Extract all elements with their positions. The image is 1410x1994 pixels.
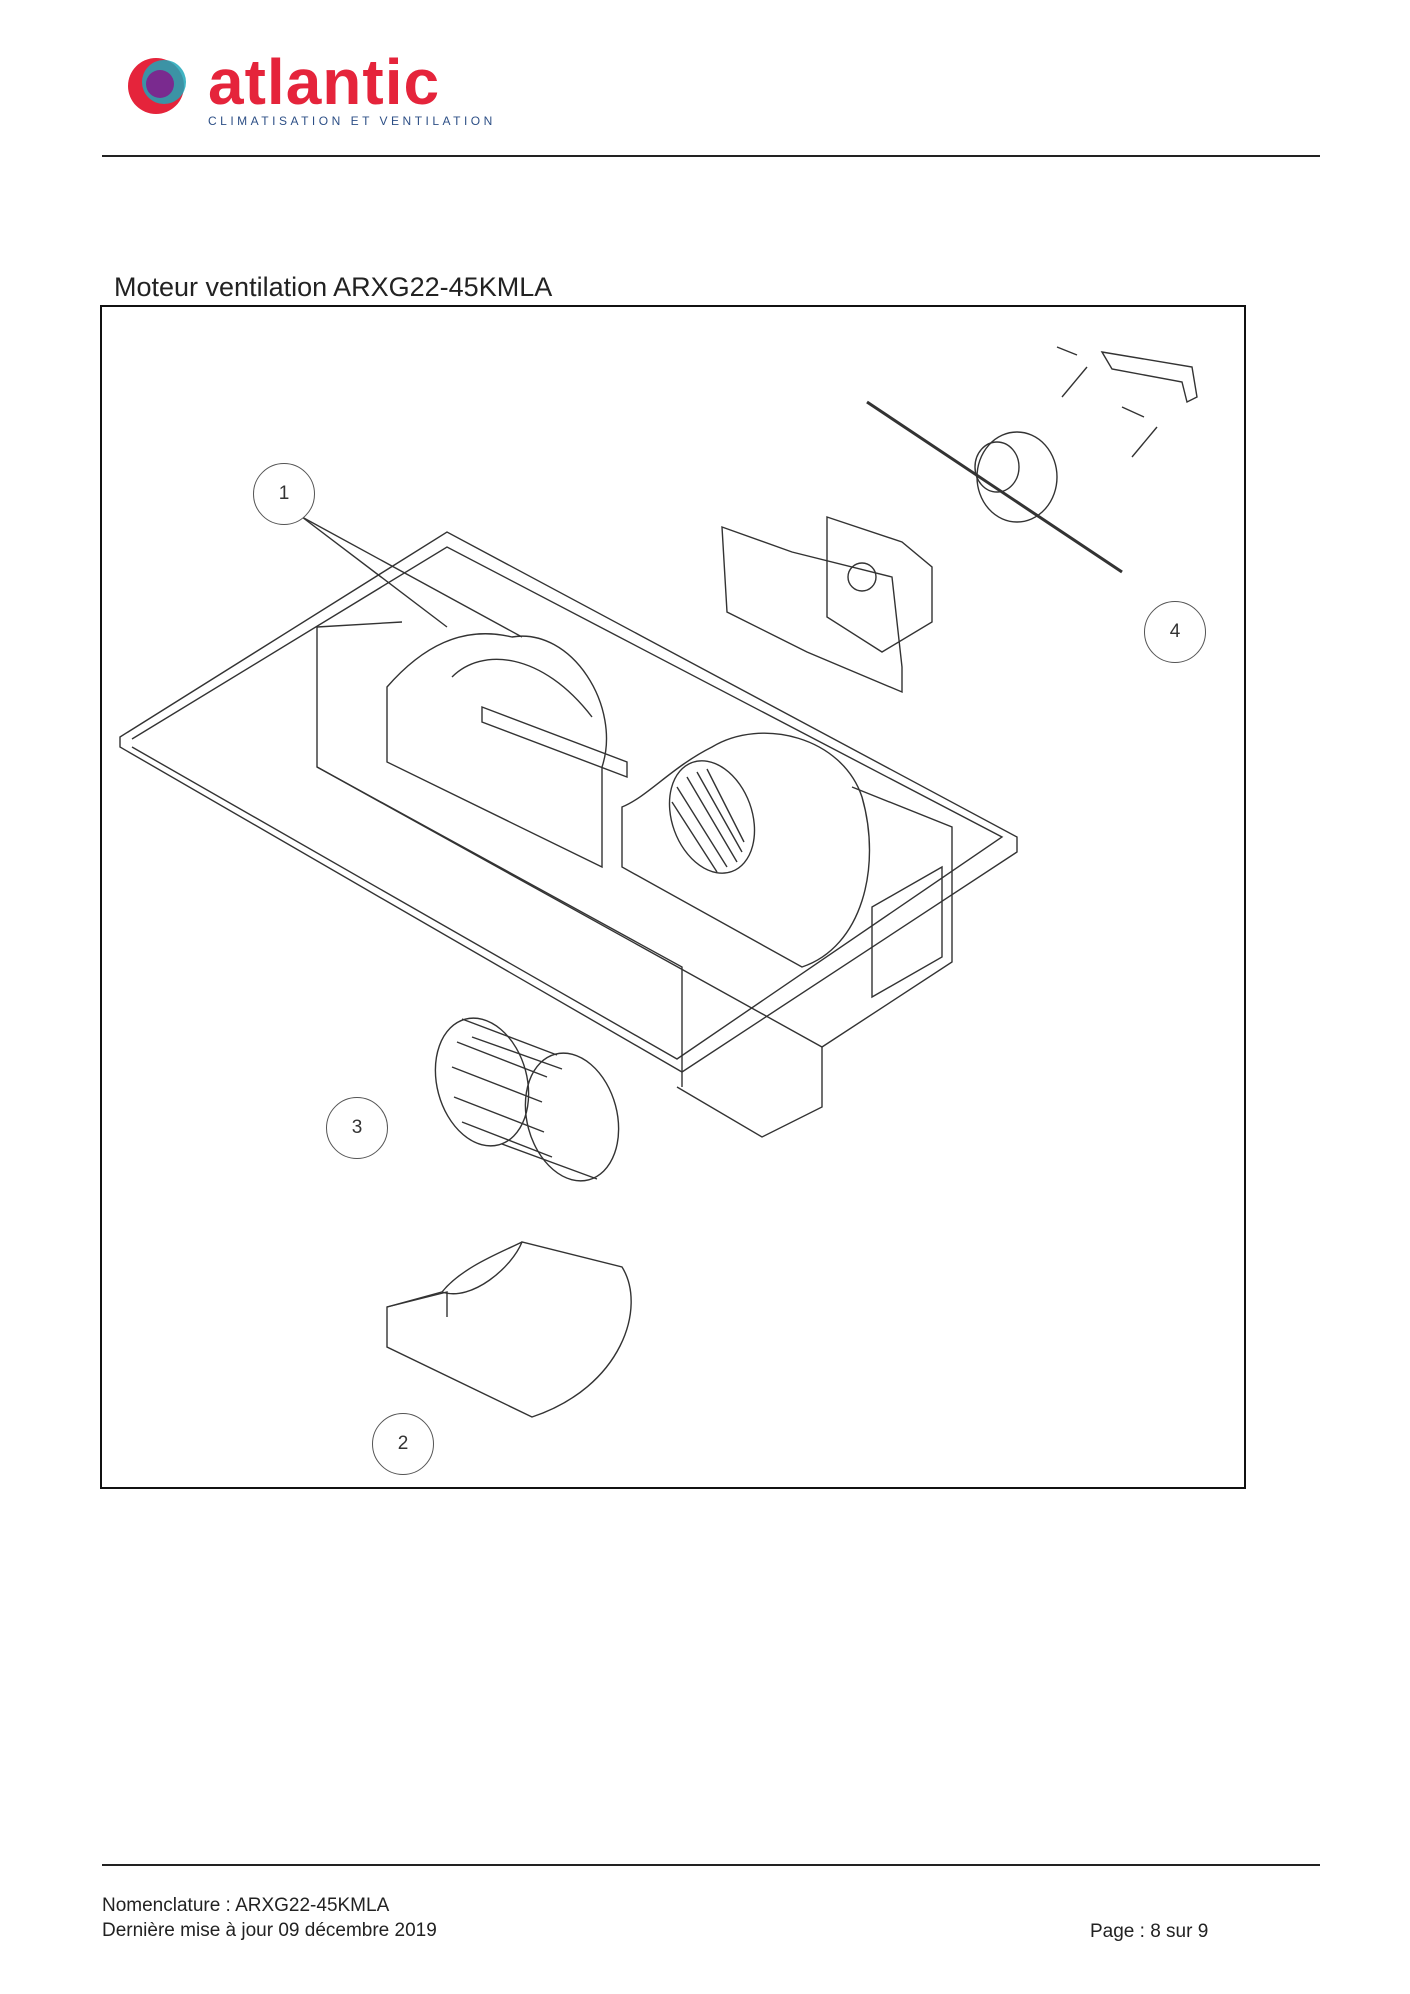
section-title: Moteur ventilation ARXG22-45KMLA (114, 272, 553, 302)
callout-4: 4 (1144, 601, 1206, 663)
housing-bottom (676, 1047, 823, 1138)
part-2-scroll-shell (386, 1241, 632, 1418)
scroll-housing-left-opening (451, 658, 593, 718)
callout-1: 1 (253, 463, 315, 525)
part-3-wheel-end (434, 1017, 530, 1147)
wheel-inlet (668, 760, 756, 874)
exploded-view-diagram: 1 2 3 4 (100, 305, 1246, 1489)
atlantic-logo: atlantic CLIMATISATION ET VENTILATION (120, 46, 492, 136)
header-divider (102, 155, 1320, 157)
mount-plate-hole (847, 562, 877, 592)
part-4-bracket (1100, 351, 1198, 404)
callout-3: 3 (326, 1097, 388, 1159)
mount-plate-front (826, 516, 933, 653)
housing-panel (871, 865, 943, 999)
part-2-flange (386, 1291, 448, 1317)
callout-2-label: 2 (397, 1433, 409, 1454)
callout-3-label: 3 (351, 1117, 363, 1138)
housing-edges (316, 621, 683, 1087)
part-4-motor-face (974, 441, 1020, 493)
callout-2: 2 (372, 1413, 434, 1475)
scroll-housing-left-rail (481, 705, 628, 779)
housing-side (316, 627, 953, 1048)
footer-nomenclature: Nomenclature : ARXG22-45KMLA (102, 1895, 390, 1916)
wheel-inlet-blades (671, 768, 745, 873)
part-3-wheel-blades (451, 1036, 563, 1158)
part-3-wheel-body (461, 1018, 598, 1180)
leader-line-1b (301, 516, 523, 638)
leader-line-1 (301, 516, 448, 628)
chassis-flange (119, 531, 1018, 1073)
footer-divider (102, 1864, 1320, 1866)
footer-last-updated: Dernière mise à jour 09 décembre 2019 (102, 1920, 437, 1941)
scroll-housing-right (621, 732, 871, 968)
part-4-clips (1056, 346, 1158, 458)
chassis-flange-inner (131, 546, 1004, 1060)
callout-4-label: 4 (1169, 621, 1181, 642)
fan-motor-exploded-drawing (119, 346, 1198, 1418)
page-number: Page : 8 sur 9 (1090, 1921, 1209, 1942)
brand-name: atlantic (208, 46, 441, 118)
atlantic-logo-mark-icon (128, 58, 186, 114)
part-2-shell-lip (441, 1241, 523, 1293)
callout-1-label: 1 (278, 483, 290, 504)
scroll-housing-left (386, 633, 608, 869)
mount-plate-rear (721, 525, 903, 694)
brand-tagline: CLIMATISATION ET VENTILATION (208, 114, 496, 128)
part-4-shaft (866, 400, 1123, 574)
